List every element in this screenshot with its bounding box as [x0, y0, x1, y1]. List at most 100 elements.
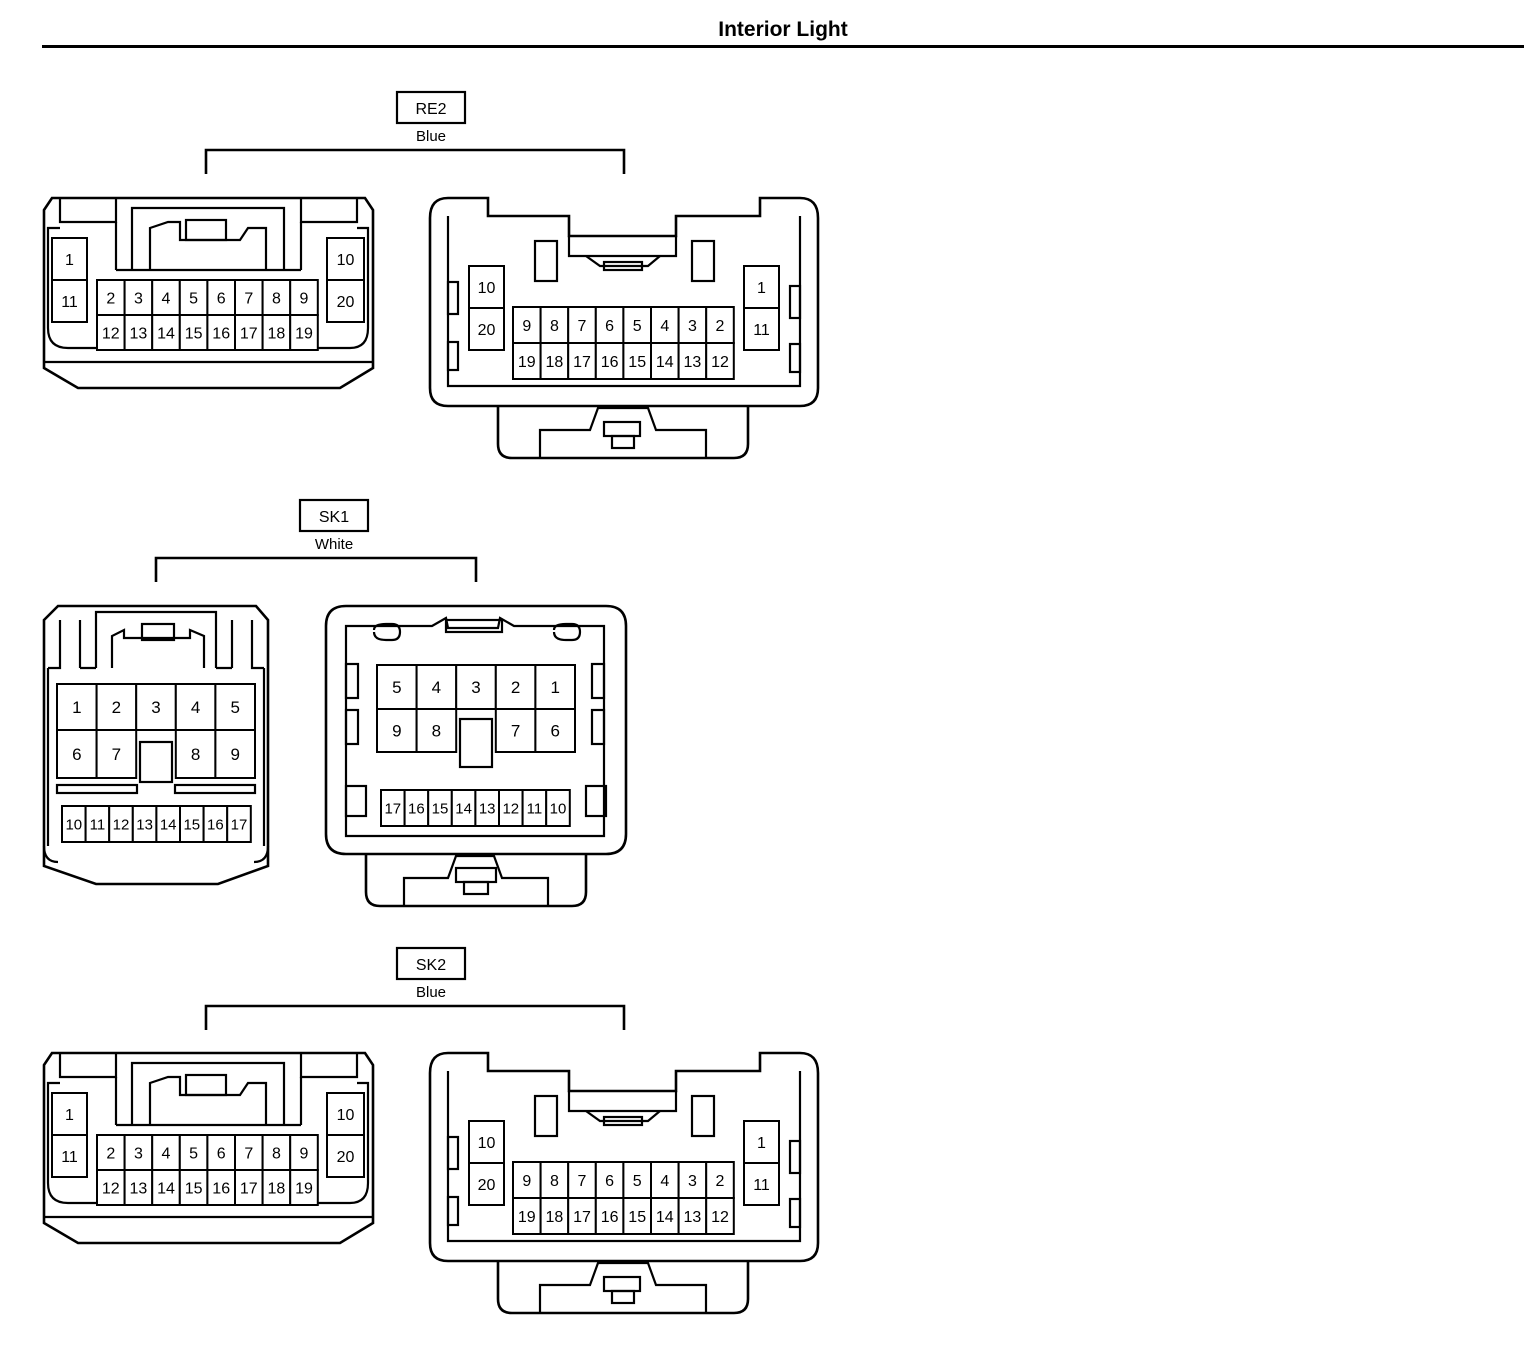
connector-pin: 10 [468, 1120, 505, 1164]
connector-pin: 13 [677, 1197, 708, 1235]
connector-pin: 16 [206, 1169, 236, 1206]
pin-label: 11 [61, 294, 78, 311]
connector-pin: 11 [84, 805, 111, 843]
pin-label: 18 [268, 325, 286, 342]
connector-pin: 4 [650, 1161, 680, 1199]
pin-label: 10 [550, 800, 567, 817]
pin-label: 17 [240, 325, 258, 342]
connector-color: White [315, 536, 353, 553]
connector-pin: 16 [202, 805, 229, 843]
connector-pin: 7 [234, 1134, 264, 1171]
pin-label: 7 [244, 290, 253, 307]
pin-label: 15 [628, 1209, 646, 1226]
connector-bracket [204, 1004, 626, 1030]
connector-pin: 1 [51, 237, 88, 281]
connector-color: Blue [416, 984, 446, 1001]
connector-pin: 15 [178, 314, 209, 351]
pin-label: 2 [112, 698, 121, 717]
connector-pin: 11 [743, 1162, 780, 1206]
pin-label: 12 [102, 325, 120, 342]
connector-pin: 8 [539, 306, 570, 344]
connector-pin: 15 [622, 1197, 653, 1235]
connector-pin: 16 [206, 314, 236, 351]
pin-label: 7 [578, 1173, 587, 1190]
connector-pin: 12 [498, 789, 524, 827]
pin-label: 17 [231, 816, 248, 833]
pin-label: 11 [61, 1149, 78, 1166]
connector-pin: 5 [178, 1134, 209, 1171]
connector-pin: 2 [95, 683, 138, 731]
pin-label: 4 [162, 1145, 171, 1162]
connector-pin: 8 [539, 1161, 570, 1199]
connector-pin: 3 [677, 1161, 708, 1199]
pin-label: 12 [711, 1209, 729, 1226]
pin-label: 10 [337, 252, 355, 269]
connector-pin: 2 [96, 279, 126, 316]
connector-pin: 3 [677, 306, 708, 344]
connector-pin: 7 [95, 729, 138, 779]
connector-pin: 1 [51, 1092, 88, 1136]
connector-bracket [154, 556, 478, 582]
connector-pin: 20 [468, 307, 505, 351]
connector-pin: 13 [677, 342, 708, 380]
connector-pin: 9 [289, 1134, 319, 1171]
connector-pin: 10 [468, 265, 505, 309]
pin-label: 8 [272, 1145, 281, 1162]
connector-pin: 14 [151, 314, 181, 351]
connector-pin: 17 [226, 805, 252, 843]
connector-pin: 6 [534, 708, 577, 753]
pin-label: 9 [392, 722, 401, 741]
pin-label: 1 [757, 1135, 766, 1152]
connector-pin: 1 [743, 1120, 780, 1164]
pin-label: 14 [455, 800, 472, 817]
pin-label: 4 [162, 290, 171, 307]
pin-label: 14 [157, 1180, 175, 1197]
connector-pin: 20 [326, 1134, 365, 1178]
pin-label: 10 [478, 1135, 496, 1152]
pin-label: 12 [102, 1180, 120, 1197]
connector-pin: 12 [705, 1197, 735, 1235]
connector-pin: 12 [96, 314, 126, 351]
connector-pin: 12 [96, 1169, 126, 1206]
connector-pin: 3 [123, 1134, 154, 1171]
connector-pin: 2 [705, 1161, 735, 1199]
pin-label: 13 [130, 1180, 148, 1197]
pin-label: 18 [546, 1209, 564, 1226]
connector-pin: 14 [450, 789, 477, 827]
connector-pin: 8 [415, 708, 458, 753]
connector-pin: 9 [376, 708, 418, 753]
pin-label: 6 [217, 1145, 226, 1162]
pin-label: 2 [106, 1145, 115, 1162]
pin-label: 4 [191, 698, 200, 717]
pin-label: 8 [191, 745, 200, 764]
connector-pin: 7 [567, 306, 597, 344]
connector-pin: 5 [178, 279, 209, 316]
connector-pin: 13 [123, 314, 154, 351]
connector-pin: 2 [705, 306, 735, 344]
pin-label: 9 [300, 1145, 309, 1162]
connector-pin: 16 [594, 342, 625, 380]
connector-pin: 4 [415, 664, 458, 710]
pin-label: 5 [392, 678, 401, 697]
pin-label: 19 [518, 354, 536, 371]
pin-label: 16 [601, 354, 619, 371]
pin-label: 5 [189, 1145, 198, 1162]
connector-id: RE2 [415, 101, 446, 118]
connector-pin: 5 [214, 683, 256, 731]
pin-label: 4 [660, 318, 669, 335]
connector-pin: 15 [179, 805, 205, 843]
pin-label: 3 [688, 318, 697, 335]
pin-label: 15 [185, 325, 203, 342]
connector-pin: 18 [261, 1169, 292, 1206]
pin-label: 5 [230, 698, 239, 717]
connector-pin: 15 [622, 342, 653, 380]
connector-pin: 11 [743, 307, 780, 351]
pin-label: 1 [65, 252, 74, 269]
connector-pin: 5 [622, 1161, 653, 1199]
connector-pin: 9 [289, 279, 319, 316]
pin-label: 13 [479, 800, 496, 817]
connector-pin: 19 [512, 1197, 542, 1235]
